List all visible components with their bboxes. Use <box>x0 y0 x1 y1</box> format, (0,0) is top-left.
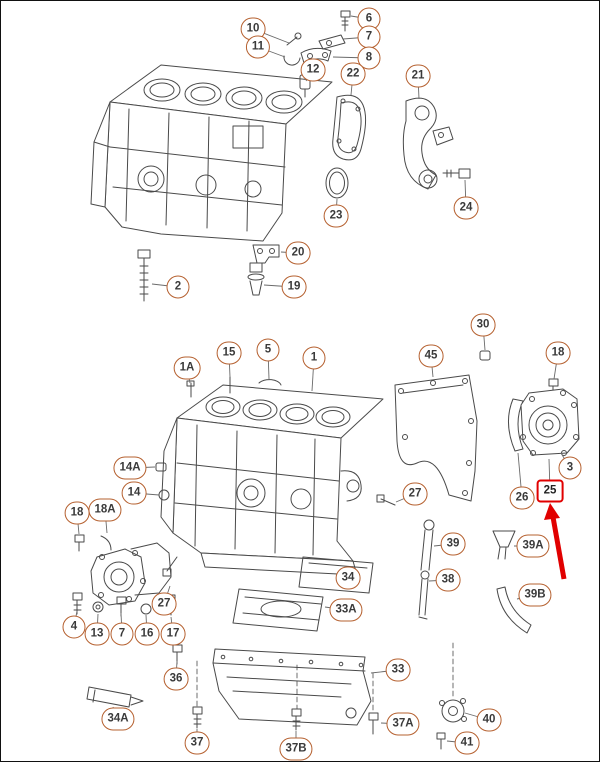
callout-17[interactable]: 17 <box>160 622 186 646</box>
callout-36[interactable]: 36 <box>163 667 189 691</box>
callout-34a[interactable]: 34A <box>101 707 135 731</box>
timing-plate-art <box>394 374 478 502</box>
bottom-fasteners-art <box>72 494 467 750</box>
oil-pan-art <box>212 556 374 726</box>
callout-7[interactable]: 7 <box>357 25 381 49</box>
callout-30[interactable]: 30 <box>470 313 496 337</box>
callout-37b[interactable]: 37B <box>279 737 313 761</box>
callout-27[interactable]: 27 <box>402 482 428 506</box>
callout-20[interactable]: 20 <box>285 241 311 265</box>
callout-39[interactable]: 39 <box>440 532 466 556</box>
callout-27-2[interactable]: 27 <box>151 592 177 616</box>
callout-37a[interactable]: 37A <box>386 712 420 736</box>
callout-33[interactable]: 33 <box>385 658 411 682</box>
rear-seal-flange-art <box>508 378 580 456</box>
callout-39a[interactable]: 39A <box>516 534 550 558</box>
callout-21[interactable]: 21 <box>405 64 431 88</box>
callout-15[interactable]: 15 <box>216 341 242 365</box>
callout-18[interactable]: 18 <box>545 341 571 365</box>
callout-1a[interactable]: 1A <box>173 356 201 380</box>
callout-38[interactable]: 38 <box>435 568 461 592</box>
callout-6[interactable]: 6 <box>357 7 381 31</box>
callout-2[interactable]: 2 <box>166 275 190 299</box>
callout-25[interactable]: 25 <box>536 479 564 503</box>
callout-4[interactable]: 4 <box>62 615 86 639</box>
callout-26[interactable]: 26 <box>509 486 535 510</box>
callout-7-2[interactable]: 7 <box>110 622 134 646</box>
callout-13[interactable]: 13 <box>84 622 110 646</box>
callout-45[interactable]: 45 <box>418 344 444 368</box>
callout-3[interactable]: 3 <box>558 456 582 480</box>
callout-18-2[interactable]: 18 <box>64 501 90 525</box>
callout-39b[interactable]: 39B <box>518 583 552 607</box>
callout-1[interactable]: 1 <box>302 346 326 370</box>
callout-40[interactable]: 40 <box>476 708 502 732</box>
callout-14a[interactable]: 14A <box>113 456 147 480</box>
callout-22[interactable]: 22 <box>340 62 366 86</box>
front-seal-flange-art <box>74 534 172 606</box>
dipstick-art <box>418 519 435 620</box>
top-parts-art <box>137 10 471 302</box>
callout-34[interactable]: 34 <box>335 566 361 590</box>
callout-23[interactable]: 23 <box>323 204 349 228</box>
callout-12[interactable]: 12 <box>300 58 326 82</box>
funnel-tube-art <box>492 530 532 634</box>
highlight-arrow <box>544 503 567 580</box>
engine-block-top-art <box>90 64 333 242</box>
callout-19[interactable]: 19 <box>281 275 307 299</box>
callout-5[interactable]: 5 <box>256 338 280 362</box>
callout-16[interactable]: 16 <box>134 622 160 646</box>
callout-41[interactable]: 41 <box>454 731 480 755</box>
callout-37[interactable]: 37 <box>184 731 210 755</box>
callout-18a[interactable]: 18A <box>88 498 122 522</box>
engine-block-bottom-art <box>155 350 491 576</box>
callout-8[interactable]: 8 <box>357 46 381 70</box>
callout-11[interactable]: 11 <box>245 35 271 59</box>
callout-24[interactable]: 24 <box>453 196 479 220</box>
callout-33a[interactable]: 33A <box>329 598 363 622</box>
callout-14[interactable]: 14 <box>121 481 147 505</box>
